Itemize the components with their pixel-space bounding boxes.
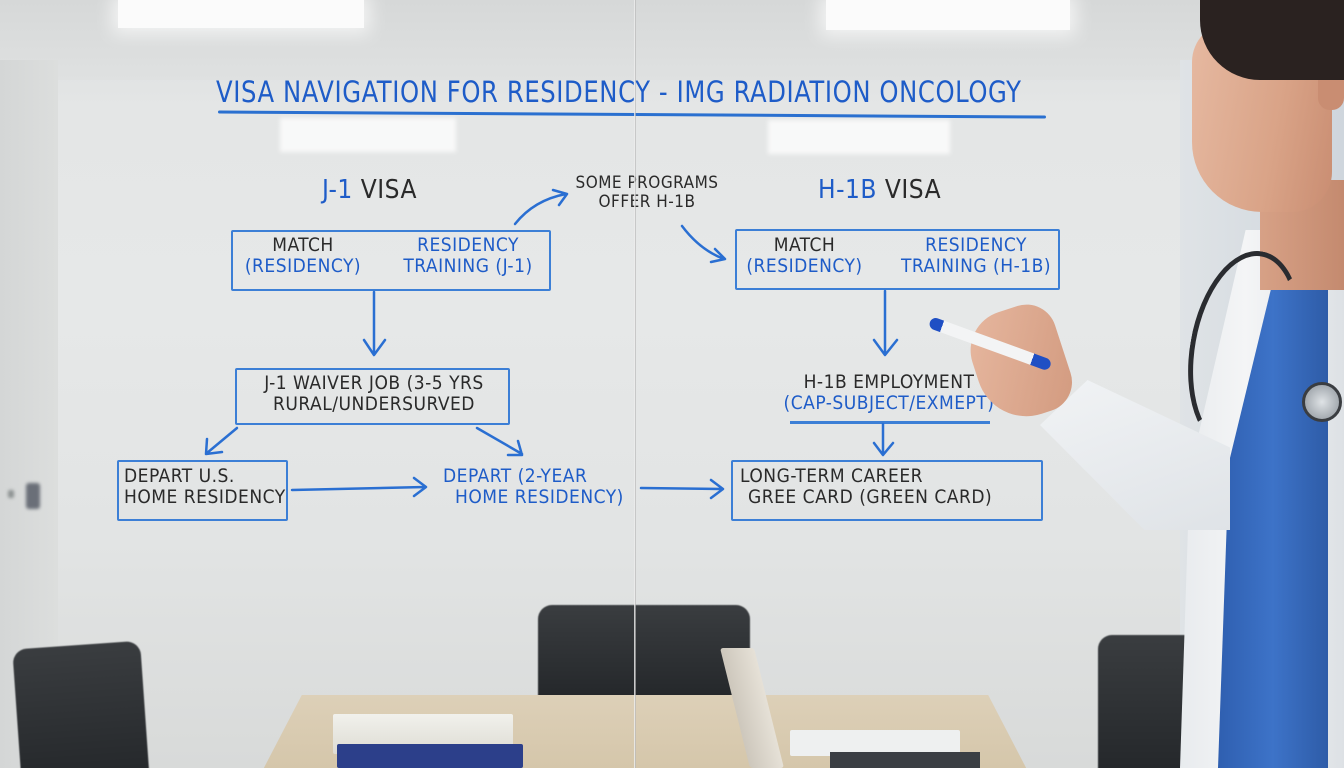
node-line: DEPART (2-YEAR — [443, 465, 588, 487]
arrow-down-icon — [362, 290, 387, 357]
depart-home-residency-label: DEPART (2-YEAR HOME RESIDENCY) — [443, 466, 624, 508]
light-reflection — [768, 120, 950, 154]
j1-visa-heading: J-1 VISA — [322, 176, 417, 205]
node-line: (RESIDENCY) — [244, 254, 362, 277]
long-term-career-node — [731, 460, 1043, 521]
j1-match-node — [231, 230, 551, 291]
ceiling-light — [118, 0, 364, 28]
node-line: HOME RESIDENCY) — [455, 485, 624, 508]
h1b-visa-heading: H-1B VISA — [818, 176, 941, 205]
chair-left — [12, 640, 150, 768]
heading-rest: VISA — [876, 175, 942, 205]
book-bottom — [337, 744, 523, 768]
arrow-down-icon — [872, 422, 895, 457]
node-line: MATCH — [272, 234, 334, 256]
node-line: RESIDENCY — [417, 234, 519, 256]
arrow-curve-icon — [513, 188, 569, 226]
h1b-employment-node: H-1B EMPLOYMENT (CAP-SUBJECT/EXMEPT) — [778, 372, 1000, 414]
heading-accent: H-1B — [818, 175, 877, 205]
diagram-title: VISA NAVIGATION FOR RESIDENCY - IMG RADI… — [216, 75, 1022, 110]
heading-accent: J-1 — [322, 175, 353, 205]
arrow-diag-icon — [475, 426, 524, 457]
employment-underline — [790, 421, 990, 424]
h1b-match-left: MATCH (RESIDENCY) — [742, 235, 867, 277]
glass-panel-seam — [634, 0, 636, 768]
chair-center — [538, 605, 750, 700]
node-line: (RESIDENCY) — [746, 254, 863, 277]
annotation-line1: SOME PROGRAMS — [575, 173, 719, 193]
papers — [790, 730, 960, 756]
light-reflection — [280, 118, 456, 152]
arrow-down-icon — [872, 289, 899, 357]
node-line: TRAINING (H-1B) — [900, 254, 1052, 277]
hair — [1200, 0, 1344, 80]
depart-us-node — [117, 460, 288, 521]
h1b-training-right: RESIDENCY TRAINING (H-1B) — [895, 235, 1057, 277]
arrow-curve-icon — [680, 224, 727, 264]
node-line: MATCH — [773, 234, 836, 256]
node-line: H-1B EMPLOYMENT — [803, 371, 975, 393]
node-line: LONG-TERM CAREER — [740, 465, 924, 487]
j1-training-right: RESIDENCY TRAINING (J-1) — [388, 235, 548, 277]
some-programs-annotation: SOME PROGRAMS OFFER H-1B — [572, 174, 722, 211]
wall-sensor — [8, 490, 14, 498]
node-line: RURAL/UNDERSURVED — [273, 392, 475, 415]
j1-waiver-text: J-1 WAIVER JOB (3-5 YRS RURAL/UNDERSURVE… — [242, 373, 506, 415]
ceiling-light — [826, 0, 1070, 30]
depart-us-text: DEPART U.S. HOME RESIDENCY — [124, 466, 286, 508]
heading-rest: VISA — [352, 175, 417, 205]
node-line: RESIDENCY — [925, 234, 1027, 256]
h1b-match-node — [735, 229, 1060, 290]
node-line: DEPART U.S. — [124, 465, 235, 487]
node-line: TRAINING (J-1) — [403, 254, 533, 277]
arrow-diag-icon — [204, 426, 239, 456]
node-line: J-1 WAIVER JOB (3-5 YRS — [264, 372, 484, 394]
j1-waiver-node — [235, 368, 510, 425]
arrow-right-icon — [639, 478, 725, 500]
long-term-career-text: LONG-TERM CAREER GREE CARD (GREEN CARD) — [740, 466, 992, 508]
stethoscope-bell-icon — [1302, 382, 1342, 422]
node-line: (CAP-SUBJECT/EXMEPT) — [783, 391, 995, 414]
node-line: HOME RESIDENCY — [124, 485, 286, 508]
node-line: GREE CARD (GREEN CARD) — [748, 485, 993, 508]
j1-match-left: MATCH (RESIDENCY) — [238, 235, 368, 277]
arrow-right-icon — [290, 476, 428, 498]
laptop-base — [830, 752, 980, 768]
annotation-line2: OFFER H-1B — [598, 191, 696, 212]
wall-switch — [26, 483, 40, 509]
